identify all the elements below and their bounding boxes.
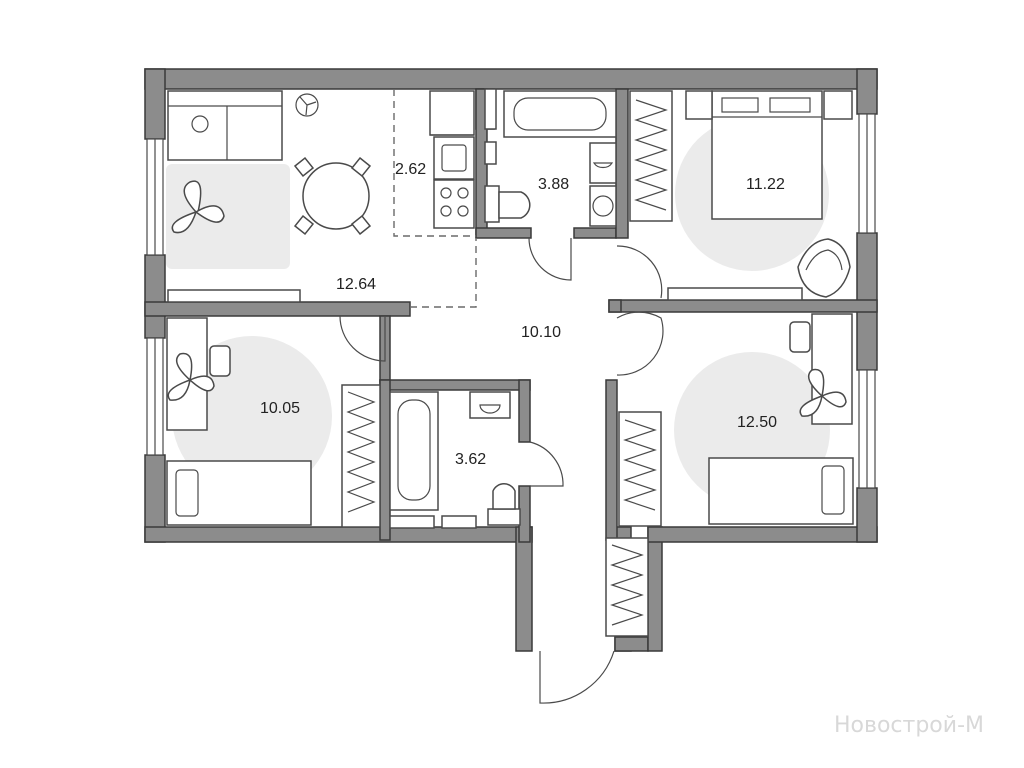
wardrobe-corridor xyxy=(605,537,649,637)
area-label-bedroom-top-right: 11.22 xyxy=(746,176,785,193)
nightstand-left xyxy=(685,90,713,120)
area-label-kitchen: 2.62 xyxy=(395,161,426,178)
area-label-bathroom-bottom: 3.62 xyxy=(455,451,486,468)
wardrobe-right xyxy=(618,411,662,527)
watermark: Новострой-М xyxy=(834,713,984,738)
plant-icon xyxy=(171,180,225,234)
sofa xyxy=(167,90,283,161)
windows xyxy=(146,113,876,489)
bed-left xyxy=(166,460,312,526)
area-label-bedroom-left: 10.05 xyxy=(260,400,300,417)
washing-machine-top xyxy=(589,185,617,227)
bath-bottom-shelf-1 xyxy=(389,515,435,529)
fridge xyxy=(429,90,475,136)
living-dashed-outline xyxy=(410,238,477,308)
fan-icon xyxy=(295,93,319,117)
toilet-bottom xyxy=(487,483,521,526)
bath-bottom-shelf-2 xyxy=(441,515,477,529)
kitchen-dashed-outline xyxy=(393,89,476,237)
bathtub-bottom xyxy=(389,391,439,511)
area-label-bathroom-top: 3.88 xyxy=(538,176,569,193)
area-label-hallway: 10.10 xyxy=(521,324,561,341)
nightstand-right xyxy=(823,90,853,120)
walls xyxy=(144,68,878,652)
wardrobe-top-right xyxy=(629,90,673,222)
bed-top-right xyxy=(711,90,823,220)
bath-top-pipe-2 xyxy=(484,88,497,130)
plant-left-icon xyxy=(167,352,215,401)
sink xyxy=(433,136,475,180)
bath-top-pipe xyxy=(484,141,497,165)
radiator-living xyxy=(167,289,301,303)
washbasin-bottom xyxy=(469,391,511,419)
doors xyxy=(339,237,664,704)
dining-table xyxy=(293,156,372,236)
bed-right xyxy=(708,457,854,525)
wardrobe-left xyxy=(341,384,381,528)
toilet-top xyxy=(484,185,531,223)
plant-right-icon xyxy=(799,368,847,417)
area-label-bedroom-right: 12.50 xyxy=(737,414,777,431)
area-label-living: 12.64 xyxy=(336,276,376,293)
radiator-top-right xyxy=(667,287,803,301)
washbasin-top xyxy=(589,142,617,184)
bathtub-top xyxy=(503,90,617,138)
armchair-top-right xyxy=(797,238,851,298)
stove xyxy=(433,179,475,229)
